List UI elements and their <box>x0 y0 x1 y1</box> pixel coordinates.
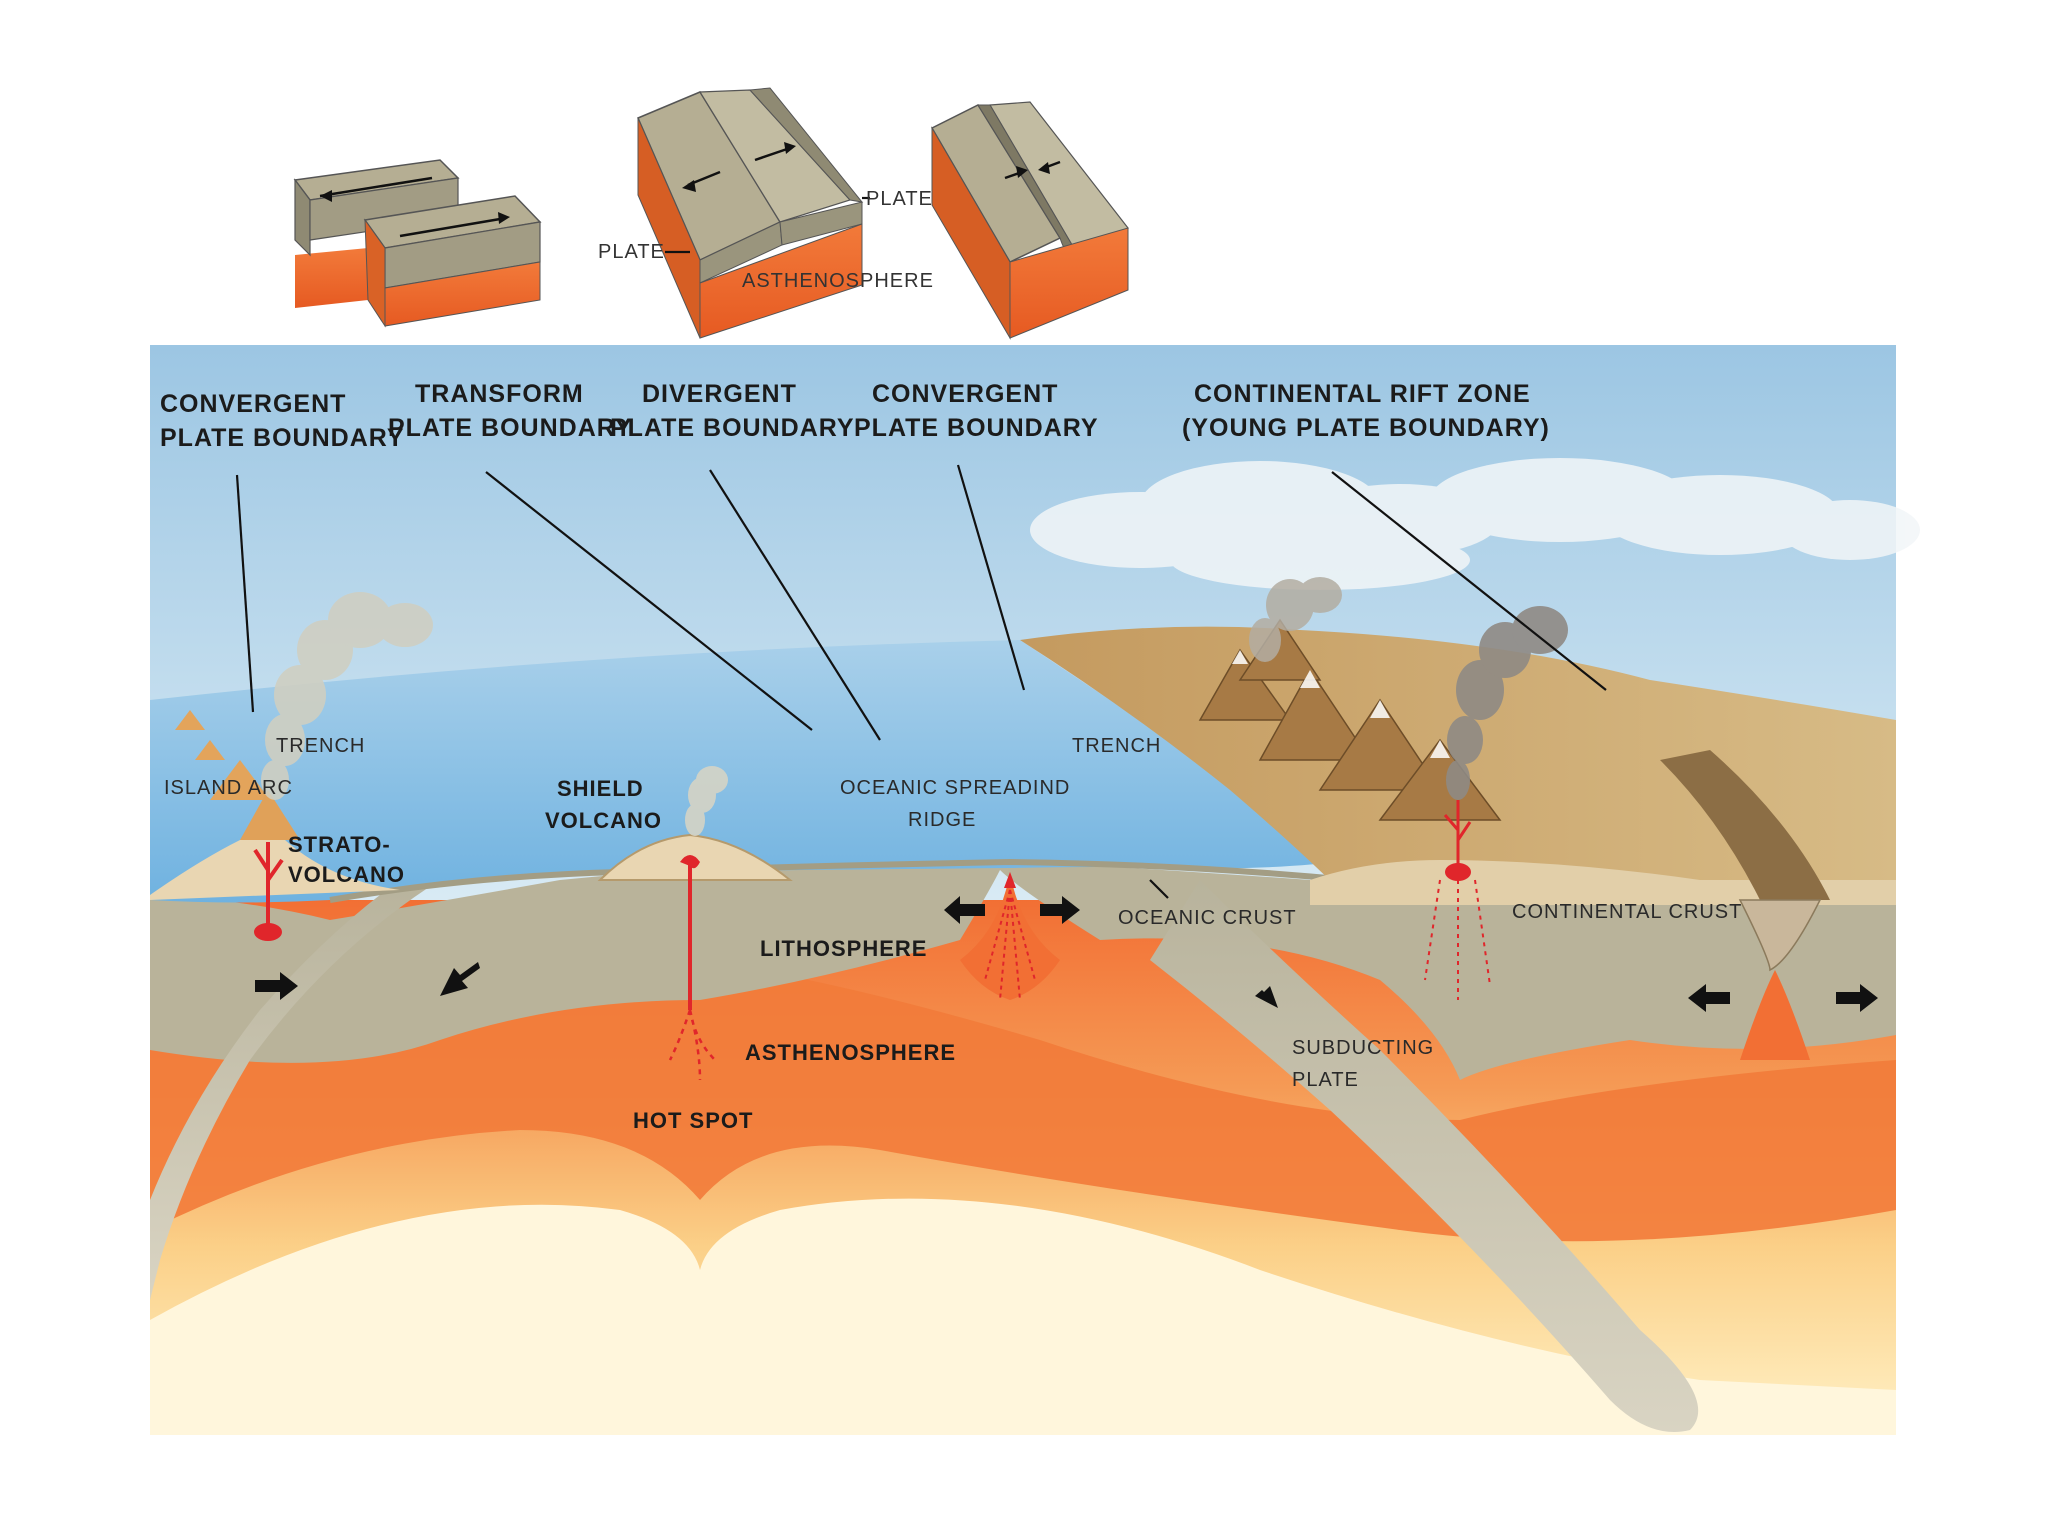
arrow-down-right <box>1250 978 1278 1008</box>
label-subducting-1: SUBDUCTING <box>1292 1037 1434 1059</box>
block-plate-label-left: PLATE <box>598 241 665 263</box>
label-hot-spot: HOT SPOT <box>633 1108 753 1133</box>
island-arc-base <box>150 825 400 900</box>
convergent-block-diagram <box>930 101 1129 340</box>
lithosphere-layer <box>150 860 1896 1080</box>
deep-mantle <box>150 1198 1896 1435</box>
clouds <box>1030 458 1920 590</box>
magma-conduit-left <box>253 842 284 930</box>
label-shield-2: VOLCANO <box>545 808 662 833</box>
leader-convergent-right <box>956 464 1026 691</box>
callout-convergent-right-2: PLATE BOUNDARY <box>854 414 1099 442</box>
transform-block-diagram <box>293 159 542 328</box>
label-lithosphere: LITHOSPHERE <box>760 936 927 961</box>
label-ridge-2: RIDGE <box>908 809 976 831</box>
leader-convergent-left <box>235 474 255 713</box>
rift-magma <box>1740 970 1810 1060</box>
label-oceanic-crust: OCEANIC CRUST <box>1118 907 1297 929</box>
arrow-right-rift <box>1836 984 1878 1012</box>
callout-convergent-left-1: CONVERGENT <box>160 390 346 418</box>
callout-transform-1: TRANSFORM <box>415 380 584 408</box>
callout-convergent-left-2: PLATE BOUNDARY <box>160 424 405 452</box>
strato-volcano-cone <box>240 790 300 840</box>
label-island-arc: ISLAND ARC <box>164 777 293 799</box>
leader-transform <box>485 471 813 731</box>
leader-oceanic-crust <box>1149 879 1169 899</box>
callout-rift-1: CONTINENTAL RIFT ZONE <box>1194 380 1531 408</box>
arrow-left-ridge <box>944 896 985 924</box>
block-asthenosphere-label: ASTHENOSPHERE <box>742 270 934 292</box>
label-strato-2: VOLCANO <box>288 862 405 887</box>
subducting-slab-right <box>1150 880 1699 1432</box>
eruption-plume-far <box>1249 577 1342 662</box>
callout-divergent-2: PLATE BOUNDARY <box>610 414 855 442</box>
arrow-right-1 <box>255 972 298 1000</box>
mountain-range <box>1198 618 1502 821</box>
arrow-left-rift <box>1688 984 1730 1012</box>
leader-rift <box>1331 471 1607 691</box>
divergent-block-diagram <box>637 87 870 339</box>
label-shield-1: SHIELD <box>557 776 644 801</box>
label-strato-1: STRATO- <box>288 832 391 857</box>
label-trench-left: TRENCH <box>276 735 365 757</box>
label-ridge-1: OCEANIC SPREADIND <box>840 777 1070 799</box>
subducting-slab-left <box>150 880 440 1300</box>
label-continental-crust: CONTINENTAL CRUST <box>1512 901 1742 923</box>
arrow-right-ridge <box>1040 896 1080 924</box>
callout-transform-2: PLATE BOUNDARY <box>388 414 633 442</box>
callout-convergent-right-1: CONVERGENT <box>872 380 1058 408</box>
cross-section <box>150 345 1920 1435</box>
plate-motion-arrows <box>255 896 1878 1012</box>
ocean-area <box>150 640 1350 903</box>
label-asthenosphere: ASTHENOSPHERE <box>745 1040 956 1065</box>
callout-rift-2: (YOUNG PLATE BOUNDARY) <box>1182 414 1550 442</box>
ridge-magma <box>960 872 1060 1000</box>
label-subducting-2: PLATE <box>1292 1069 1359 1091</box>
label-trench-right: TRENCH <box>1072 735 1161 757</box>
eruption-plume-shield <box>685 766 728 836</box>
eruption-plume-right <box>1446 606 1568 800</box>
eruption-plume-left <box>261 592 433 800</box>
leader-divergent <box>709 469 881 741</box>
arrow-down-left <box>440 962 480 996</box>
magma-conduit-right <box>1443 800 1472 870</box>
rift-valley <box>1660 750 1830 900</box>
block-plate-label-right: PLATE <box>866 188 933 210</box>
callout-divergent-1: DIVERGENT <box>642 380 797 408</box>
